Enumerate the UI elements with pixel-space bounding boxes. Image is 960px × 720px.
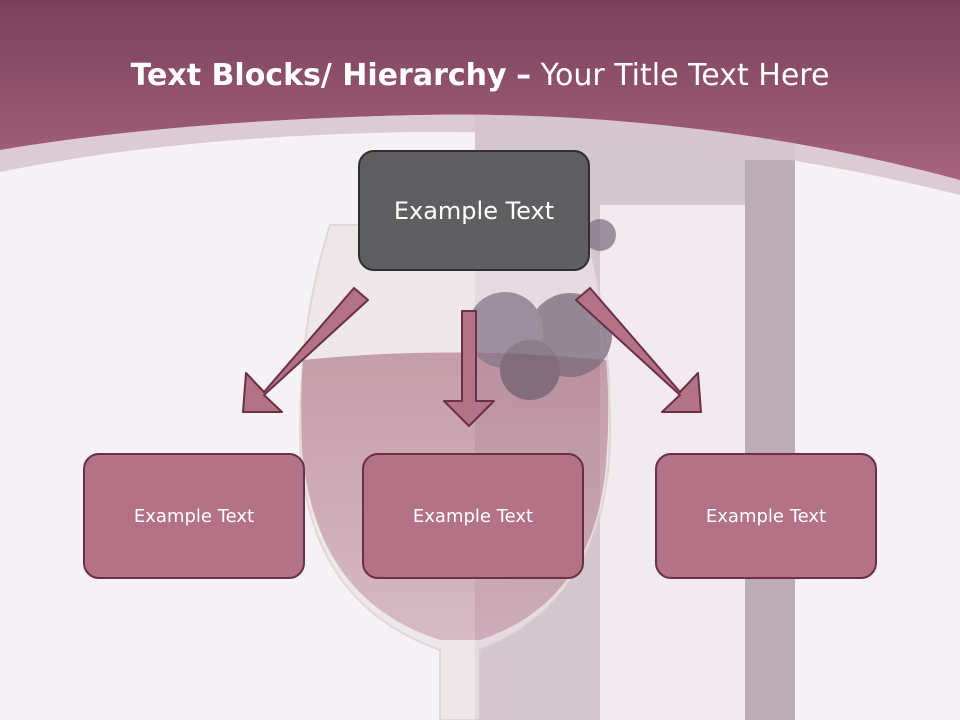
slide-title: Text Blocks/ Hierarchy – Your Title Text… — [0, 54, 960, 98]
child-box-right[interactable]: Example Text — [655, 453, 877, 579]
arrow-to-left-box — [242, 287, 369, 413]
title-rest-part: Your Title Text Here — [540, 58, 830, 93]
header-swoosh — [0, 114, 960, 195]
child-box-label: Example Text — [412, 505, 534, 527]
child-box-left[interactable]: Example Text — [83, 453, 305, 579]
top-level-box-label: Example Text — [393, 196, 555, 225]
title-separator: – — [516, 58, 532, 93]
top-level-box[interactable]: Example Text — [358, 150, 590, 271]
arrow-to-center-box — [443, 310, 495, 427]
child-box-center[interactable]: Example Text — [362, 453, 584, 579]
title-bold-part: Text Blocks/ Hierarchy — [130, 58, 507, 93]
child-box-label: Example Text — [705, 505, 827, 527]
child-box-label: Example Text — [133, 505, 255, 527]
header-band — [0, 0, 960, 180]
arrow-to-right-box — [575, 287, 702, 413]
